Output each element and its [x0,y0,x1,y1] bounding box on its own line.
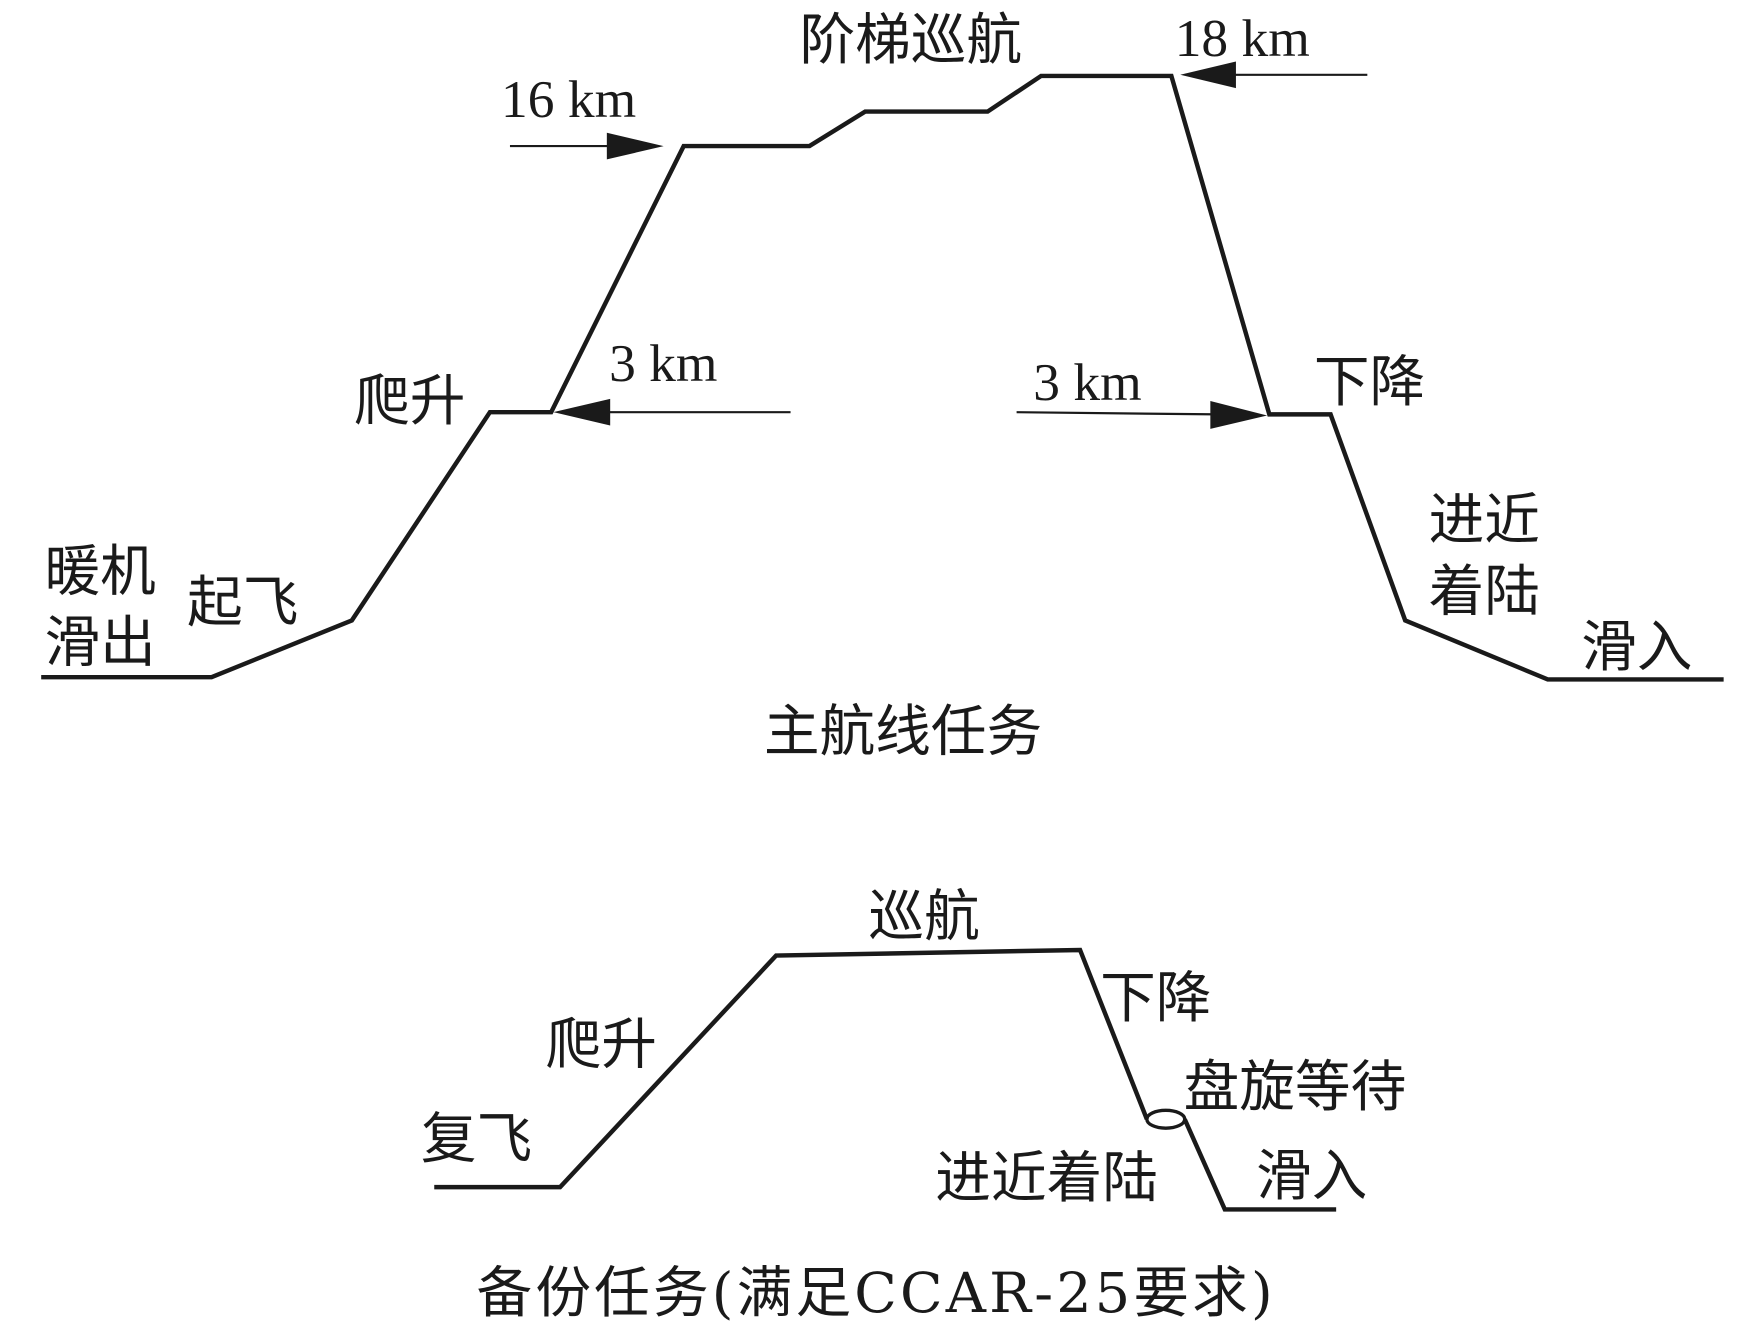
arrow-18km [1180,61,1368,89]
label-reserve-cruise: 巡航 [868,885,979,950]
label-takeoff: 起飞 [187,571,298,636]
reserve-mission-caption: 备份任务(满足CCAR-25要求) [477,1261,1273,1326]
label-climb: 爬升 [354,369,465,434]
label-taxi-out: 滑出 [45,611,156,676]
label-holding: 盘旋等待 [1184,1055,1407,1120]
label-go-around: 复飞 [421,1107,532,1172]
label-approach-landing: 进近着陆 [935,1146,1158,1211]
arrow-3km-climb [553,398,791,426]
label-reserve-taxi-in: 滑入 [1256,1144,1367,1209]
arrow-16km [509,132,664,160]
label-step-cruise: 阶梯巡航 [799,8,1022,73]
label-18km: 18 km [1175,8,1310,68]
label-3km-climb: 3 km [609,333,717,393]
label-reserve-climb: 爬升 [546,1013,657,1078]
main-mission-caption: 主航线任务 [764,700,1042,765]
label-descent: 下降 [1314,350,1425,415]
holding-pattern-icon [1145,1108,1187,1130]
reserve-mission-profile-line [434,947,1149,1190]
main-mission-profile-line [41,73,1724,682]
label-approach: 进近 [1429,488,1540,553]
label-3km-descent: 3 km [1033,352,1141,412]
label-landing: 着陆 [1429,559,1540,624]
arrow-3km-descent [1016,401,1268,429]
reserve-final-descent-line [1182,1118,1337,1212]
label-16km: 16 km [501,69,636,129]
label-warmup: 暖机 [45,539,156,604]
label-taxi-in: 滑入 [1581,615,1692,680]
label-reserve-descent: 下降 [1100,966,1211,1031]
